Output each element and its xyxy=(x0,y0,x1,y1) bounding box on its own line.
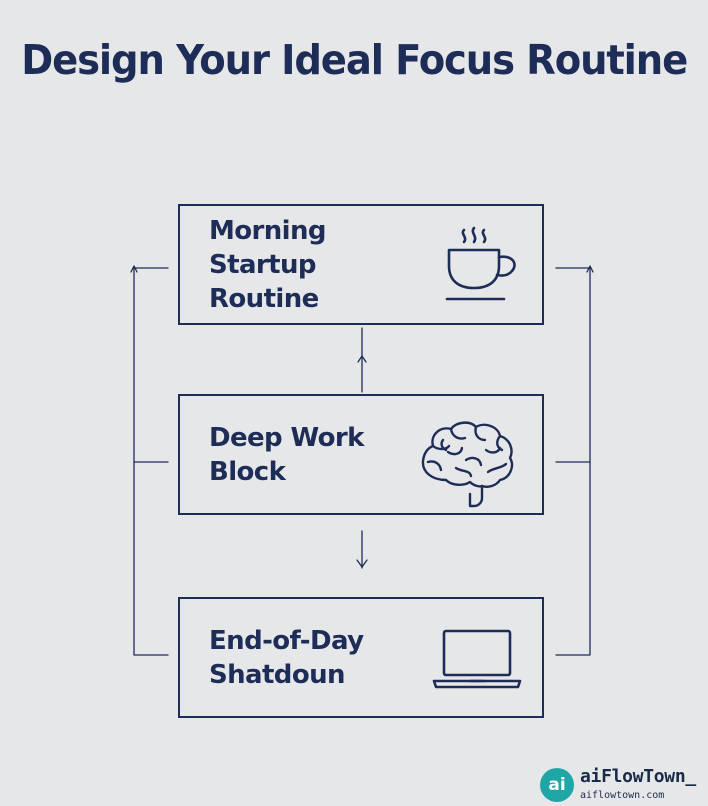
step-deep-work: Deep Work Block xyxy=(178,394,544,515)
step-morning-startup: Morning Startup Routine xyxy=(178,204,544,325)
coffee-cup-icon xyxy=(445,226,516,301)
laptop-icon xyxy=(432,629,522,689)
step-label: End-of-Day Shatdoun xyxy=(209,625,364,690)
arrow-up-head xyxy=(357,355,367,363)
brand-name: aiFlowTown_ xyxy=(580,766,696,787)
left-loop-arrowhead xyxy=(130,265,138,273)
brand-url: aiflowtown.com xyxy=(580,790,665,801)
arrow-down-head xyxy=(356,559,368,568)
right-loop-arrowhead xyxy=(586,265,594,273)
step-label: Morning Startup Routine xyxy=(209,215,327,314)
brand-watermark: ai aiFlowTown_ aiflowtown.com xyxy=(540,764,708,804)
brain-icon xyxy=(421,421,514,508)
brand-logo-badge: ai xyxy=(540,768,574,802)
step-end-of-day: End-of-Day Shatdoun xyxy=(178,597,544,718)
page-title: Design Your Ideal Focus Routine xyxy=(21,36,688,84)
step-label: Deep Work Block xyxy=(209,422,364,487)
